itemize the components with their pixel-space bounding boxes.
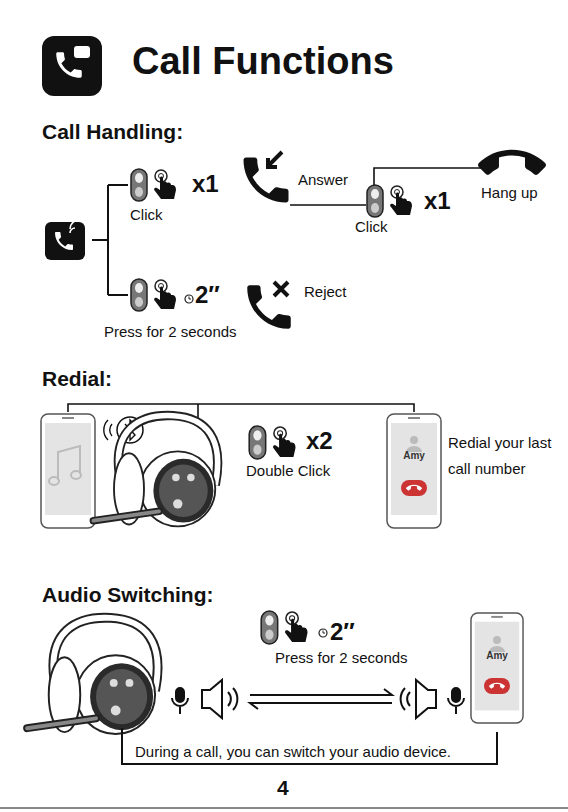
action-label: Press for 2 seconds	[275, 649, 408, 666]
hold-time: 2″	[330, 618, 355, 646]
contact-name: Amy	[401, 450, 427, 461]
description: Redial your last call number	[448, 430, 558, 482]
action-label: Double Click	[246, 462, 330, 479]
click-count: x1	[424, 187, 451, 215]
action-label: Click	[130, 206, 163, 223]
hold-time: 2″	[195, 281, 220, 309]
phone-screen: Amy	[484, 650, 510, 663]
contact-name: Amy	[484, 650, 510, 661]
click-count: x2	[306, 427, 333, 455]
section-heading: Call Handling:	[42, 120, 183, 144]
phone-screen: Amy	[401, 450, 427, 463]
action-label: Press for 2 seconds	[104, 323, 237, 340]
action-label: Reject	[304, 283, 347, 300]
page-title: Call Functions	[132, 40, 394, 84]
click-count: x1	[192, 170, 219, 198]
action-label: Answer	[298, 171, 348, 188]
section-heading: Audio Switching:	[42, 583, 213, 607]
section-heading: Redial:	[42, 367, 112, 391]
page-number: 4	[277, 776, 289, 800]
action-label: Hang up	[481, 184, 538, 201]
action-label: Click	[355, 218, 388, 235]
description: During a call, you can switch your audio…	[132, 743, 454, 760]
